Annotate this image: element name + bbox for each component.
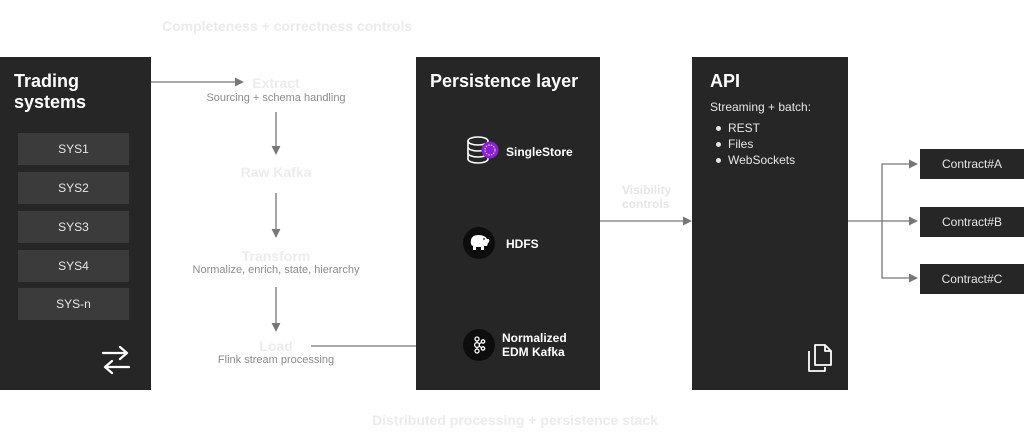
visibility-line1: Visibility xyxy=(622,183,672,197)
hdfs-elephant-icon xyxy=(463,227,495,259)
visibility-line2: controls xyxy=(622,197,670,211)
stage-extract-title: Extract xyxy=(252,75,300,91)
top-caption: Completeness + correctness controls xyxy=(162,18,413,34)
api-subtitle: Streaming + batch: xyxy=(710,100,812,114)
stage-transform-title: Transform xyxy=(241,248,311,264)
swap-arrows-icon xyxy=(101,345,131,375)
stage-load-subtitle: Flink stream processing xyxy=(217,354,335,366)
persistence-title: Persistence layer xyxy=(430,71,579,91)
api-item-rest: REST xyxy=(715,121,761,135)
system-item: SYS3 xyxy=(18,211,129,243)
copy-documents-icon xyxy=(808,344,832,372)
contract-b: Contract#B xyxy=(920,207,1024,237)
system-item: SYS-n xyxy=(18,288,129,320)
bottom-caption: Distributed processing + persistence sta… xyxy=(372,412,658,428)
singlestore-label: SingleStore xyxy=(506,145,573,159)
contract-a: Contract#A xyxy=(920,149,1024,179)
system-item: SYS4 xyxy=(18,250,129,282)
kafka-icon xyxy=(463,329,495,361)
kafka-label: Normalized EDM Kafka xyxy=(502,331,567,359)
api-panel: API Streaming + batch: REST Files WebSoc… xyxy=(692,57,848,390)
contract-c: Contract#C xyxy=(920,264,1024,294)
stage-rawkafka-title: Raw Kafka xyxy=(240,164,312,180)
api-item-files: Files xyxy=(715,137,754,151)
kafka-label-line2: EDM Kafka xyxy=(502,345,565,359)
trading-systems-title: Trading systems xyxy=(14,71,86,113)
api-item-websockets: WebSockets xyxy=(715,153,796,167)
visibility-controls-label: Visibility controls xyxy=(622,183,671,211)
trading-title-line2: systems xyxy=(14,92,87,112)
system-item: SYS1 xyxy=(18,133,129,165)
stage-load-title: Load xyxy=(259,338,293,354)
persistence-layer-panel: Persistence layer SingleStore HDFS Norma… xyxy=(416,57,600,390)
arrow-to-contract-c xyxy=(881,221,918,283)
trading-systems-panel: Trading systems SYS1 SYS2 SYS3 SYS4 SYS-… xyxy=(0,57,151,390)
hdfs-label: HDFS xyxy=(506,237,539,251)
system-item: SYS2 xyxy=(18,172,129,204)
trading-title-line1: Trading xyxy=(14,71,80,91)
arrow-to-contract-a xyxy=(881,159,918,221)
stage-extract-subtitle: Sourcing + schema handling xyxy=(206,92,346,104)
kafka-label-line1: Normalized xyxy=(502,331,567,345)
api-title: API xyxy=(710,71,741,91)
singlestore-icon xyxy=(467,136,499,164)
stage-transform-subtitle: Normalize, enrich, state, hierarchy xyxy=(192,264,360,276)
